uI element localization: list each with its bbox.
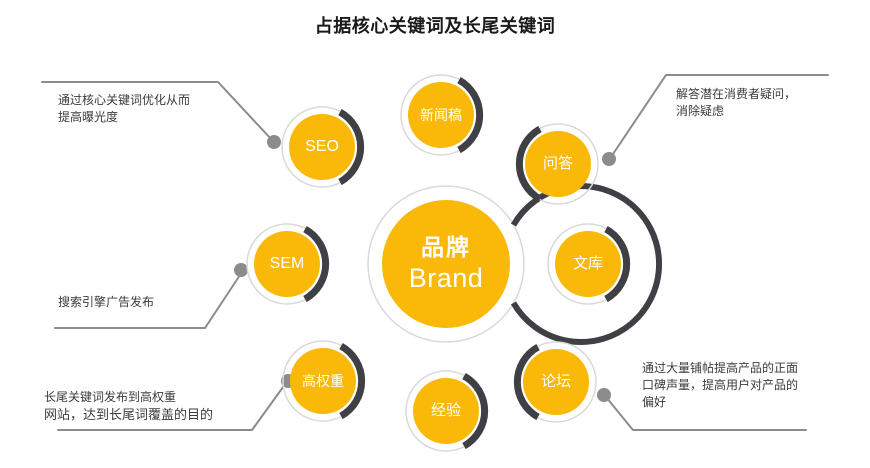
bubble-qa-label: 问答 xyxy=(542,155,573,173)
bubble-library[interactable]: 文库 xyxy=(555,231,621,297)
page-title: 占据核心关键词及长尾关键词 xyxy=(314,16,556,36)
bubble-weight-label: 高权重 xyxy=(302,372,344,389)
annotation-mid-left: 搜索引擎广告发布 xyxy=(58,295,155,309)
bubble-sem-label: SEM xyxy=(269,254,305,272)
annotation-top-right: 解答潜在消费者疑问， 消除疑虑 xyxy=(676,87,797,118)
annotation-top-left: 通过核心关键词优化从而 提高曝光度 xyxy=(58,93,191,124)
bubble-seo-label: SEO xyxy=(305,137,339,155)
bubble-sem[interactable]: SEM xyxy=(254,231,320,297)
bubble-brand-text: 品牌 Brand xyxy=(409,234,484,293)
bubble-qa[interactable]: 问答 xyxy=(525,131,591,197)
connector-dot-top-left xyxy=(267,135,281,149)
connector-dot-bottom-right xyxy=(597,388,611,402)
bubble-exp-label: 经验 xyxy=(430,402,461,420)
bubble-weight[interactable]: 高权重 xyxy=(290,348,356,414)
annotation-bottom-left-line1: 长尾关键词发布到高权重 xyxy=(44,390,177,404)
connector-dot-mid-left xyxy=(234,263,248,277)
brand-label-cn: 品牌 xyxy=(421,234,471,261)
annotation-bottom-left-line2: 网站，达到长尾词覆盖的目的 xyxy=(44,407,214,422)
bubble-seo[interactable]: SEO xyxy=(289,114,355,180)
annotation-bottom-right: 通过大量铺帖提高产品的正面 口碑声量，提高用户对产品的 偏好 xyxy=(642,361,799,409)
bubble-press-label: 新闻稿 xyxy=(420,106,462,123)
bubble-forum-label: 论坛 xyxy=(540,373,571,391)
bubble-exp[interactable]: 经验 xyxy=(413,378,479,444)
bubble-library-label: 文库 xyxy=(572,255,603,273)
bubble-press[interactable]: 新闻稿 xyxy=(408,82,474,148)
bubble-forum[interactable]: 论坛 xyxy=(523,349,589,415)
brand-label-en: Brand xyxy=(408,262,484,293)
annotation-bottom-left: 长尾关键词发布到高权重 网站，达到长尾词覆盖的目的 xyxy=(44,372,274,440)
bubble-brand[interactable]: 品牌 Brand xyxy=(382,200,510,328)
connector-dot-top-right xyxy=(602,152,616,166)
